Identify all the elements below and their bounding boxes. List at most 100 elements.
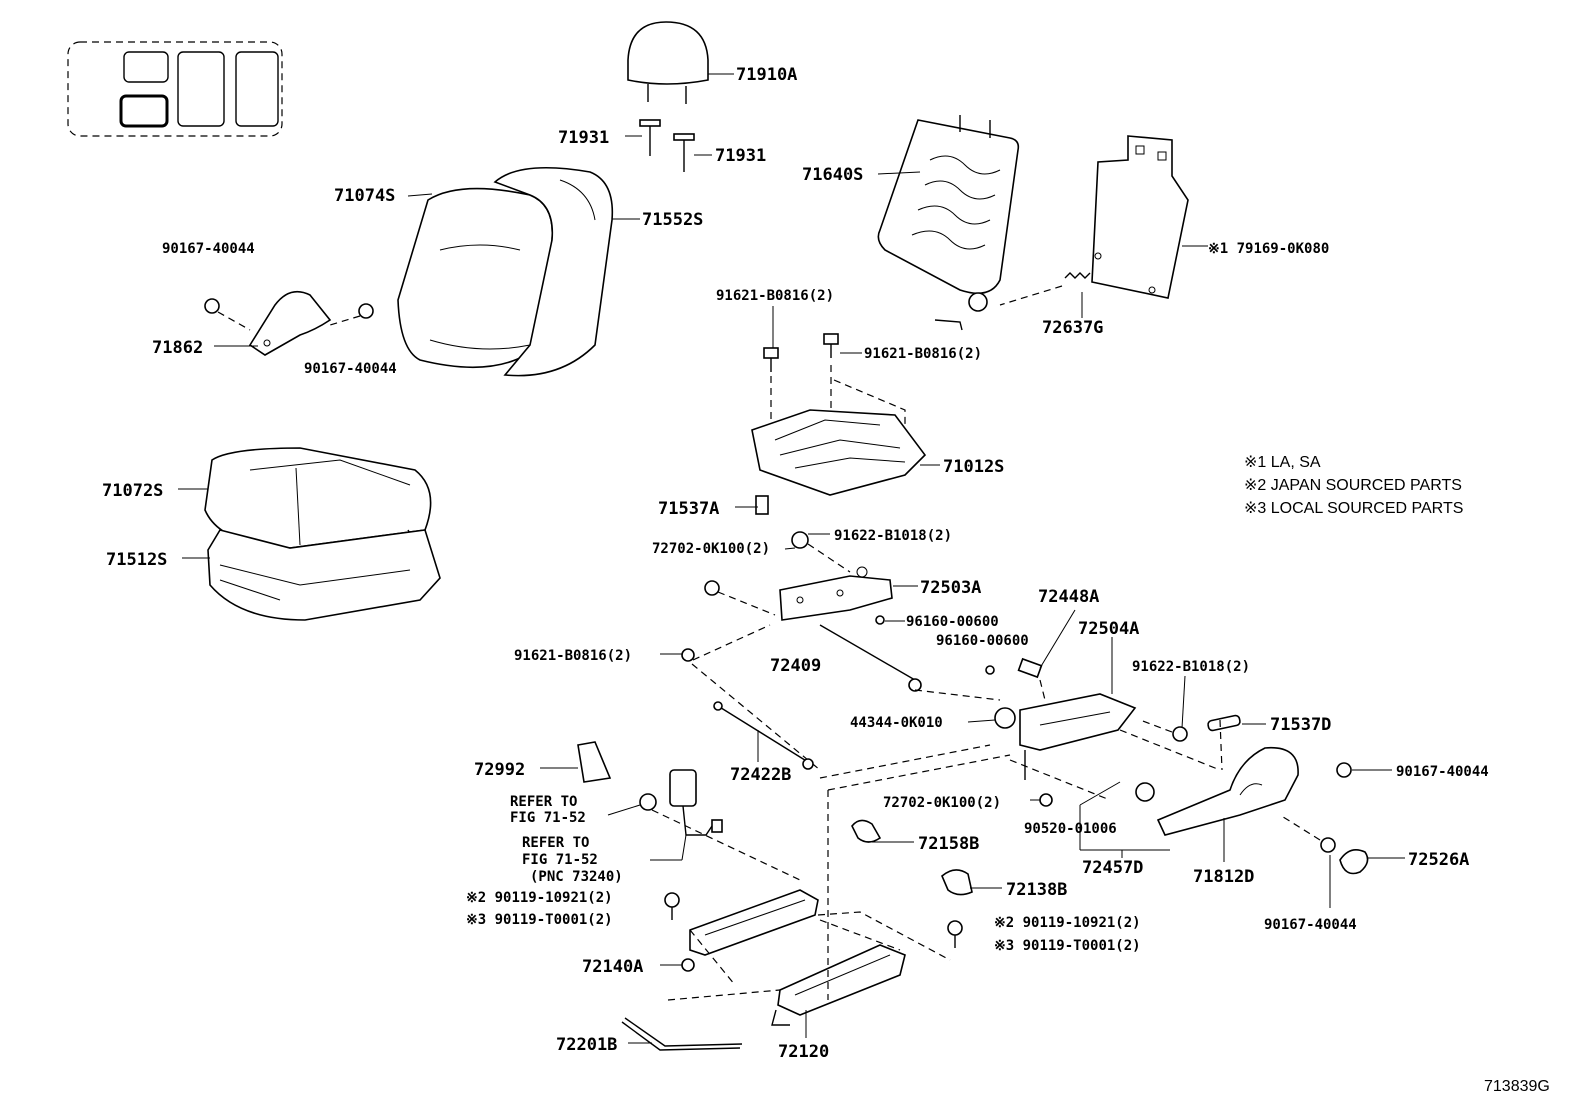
- label-72138B: 72138B: [1006, 880, 1067, 900]
- wire-72201B: [621, 1017, 743, 1051]
- label-96160-00600-b: 96160-00600: [936, 633, 1029, 649]
- label-90119-10921-left: ※2 90119-10921(2): [466, 890, 613, 906]
- refer-note-1-line1: REFER TO: [510, 794, 577, 810]
- label-72526A: 72526A: [1408, 850, 1469, 870]
- bolt-72702-b: [1039, 793, 1053, 807]
- boot-72992: [577, 741, 612, 783]
- label-96160-00600-a: 96160-00600: [906, 614, 999, 630]
- label-72504A: 72504A: [1078, 619, 1139, 639]
- label-90119-T0001-right: ※3 90119-T0001(2): [994, 938, 1141, 954]
- refer-note-2-line3: (PNC 73240): [530, 869, 623, 885]
- label-72448A: 72448A: [1038, 587, 1099, 607]
- bolt-90119-right: [947, 920, 963, 948]
- assembly-lines: [651, 679, 1223, 1001]
- label-91621-B0816-b: 91621-B0816(2): [864, 346, 982, 362]
- seatback-frame-part: [877, 115, 1020, 331]
- figure-number: 713839G: [1484, 1078, 1550, 1095]
- screw-90167-c: [1336, 762, 1352, 778]
- headrest-part: [627, 21, 709, 104]
- label-72457D: 72457D: [1082, 858, 1143, 878]
- label-71537A: 71537A: [658, 499, 719, 519]
- shield-part: [248, 290, 332, 356]
- label-71812D: 71812D: [1193, 867, 1254, 887]
- seat-cushion-cover-part: [204, 447, 432, 549]
- recliner-outer-part: [994, 693, 1137, 780]
- bolt-91622-b: [1139, 719, 1188, 742]
- label-90119-T0001-left: ※3 90119-T0001(2): [466, 912, 613, 928]
- adjuster-72120: [771, 944, 906, 1026]
- bolt-91622-a: [791, 531, 851, 573]
- label-79169-0K080: ※1 79169-0K080: [1208, 241, 1329, 257]
- label-71072S: 71072S: [102, 481, 163, 501]
- label-72637G: 72637G: [1042, 318, 1103, 338]
- headrest-support-left: [639, 119, 661, 156]
- link-72422B: [713, 701, 814, 770]
- cover-71537D: [1207, 714, 1241, 732]
- screw-90167-d: [1279, 814, 1336, 853]
- washer-96160-a: [875, 615, 885, 625]
- label-90167-40044-left: 90167-40044: [162, 241, 255, 257]
- clip-72138B: [941, 869, 973, 896]
- label-72503A: 72503A: [920, 578, 981, 598]
- label-72158B: 72158B: [918, 834, 979, 854]
- washer-96160-b: [985, 665, 995, 675]
- bolt-72702-a: [704, 580, 776, 616]
- bolt-91621-a: [763, 347, 779, 420]
- label-71931-left: 71931: [558, 128, 609, 148]
- bolt-90119-left: [664, 892, 680, 920]
- adjuster-72140A: [681, 889, 819, 972]
- recliner-inner-part: [779, 566, 893, 621]
- buckle-part: [639, 769, 723, 836]
- pin-72448A: [1017, 657, 1043, 679]
- label-71012S: 71012S: [943, 457, 1004, 477]
- cushion-frame-part: [751, 409, 927, 496]
- rod-72409: [819, 624, 922, 692]
- refer-note-2-line2: FIG 71-52: [522, 852, 598, 868]
- refer-note-2-line1: REFER TO: [522, 835, 589, 851]
- label-72702-0K100-b: 72702-0K100(2): [883, 795, 1001, 811]
- label-90167-40044-c: 90167-40044: [1396, 764, 1489, 780]
- label-71931-right: 71931: [715, 146, 766, 166]
- label-90520-01006: 90520-01006: [1024, 821, 1117, 837]
- label-90167-40044-d: 90167-40044: [1264, 917, 1357, 933]
- seatback-cover-part: [397, 187, 554, 369]
- recliner-cover-part: [1156, 746, 1299, 836]
- refer-note-1-line2: FIG 71-52: [510, 810, 586, 826]
- label-71910A: 71910A: [736, 65, 797, 85]
- label-72992: 72992: [474, 760, 525, 780]
- cap-72526A: [1339, 849, 1369, 875]
- seatback-pad-part: [493, 166, 614, 377]
- label-72140A: 72140A: [582, 957, 643, 977]
- label-91622-B1018-a: 91622-B1018(2): [834, 528, 952, 544]
- footnote-3: ※3 LOCAL SOURCED PARTS: [1244, 500, 1463, 517]
- label-91621-B0816-c: 91621-B0816(2): [514, 648, 632, 664]
- seat-type-legend-box: [67, 41, 283, 137]
- label-72120: 72120: [778, 1042, 829, 1062]
- knob-72457D: [1079, 781, 1155, 806]
- label-71640S: 71640S: [802, 165, 863, 185]
- label-72422B: 72422B: [730, 765, 791, 785]
- seatback-board-part: [1091, 135, 1189, 299]
- spring-part: [999, 272, 1091, 306]
- footnote-2: ※2 JAPAN SOURCED PARTS: [1244, 477, 1462, 494]
- leader-lines: [178, 73, 1405, 1044]
- label-71537D: 71537D: [1270, 715, 1331, 735]
- label-71512S: 71512S: [106, 550, 167, 570]
- label-91621-B0816-a: 91621-B0816(2): [716, 288, 834, 304]
- clip-72158B: [851, 819, 882, 843]
- bolt-91621-c: [681, 624, 821, 771]
- seat-small-part-71537A: [755, 495, 769, 515]
- headrest-support-right: [673, 133, 695, 172]
- label-72201B: 72201B: [556, 1035, 617, 1055]
- label-90119-10921-right: ※2 90119-10921(2): [994, 915, 1141, 931]
- screw-90167-right: [329, 303, 374, 326]
- label-71552S: 71552S: [642, 210, 703, 230]
- label-72409: 72409: [770, 656, 821, 676]
- screw-90167-left: [204, 298, 251, 331]
- footnote-1: ※1 LA, SA: [1244, 454, 1321, 471]
- label-44344-0K010: 44344-0K010: [850, 715, 943, 731]
- label-71862: 71862: [152, 338, 203, 358]
- label-91622-B1018-b: 91622-B1018(2): [1132, 659, 1250, 675]
- seat-cushion-pad-part: [207, 529, 441, 621]
